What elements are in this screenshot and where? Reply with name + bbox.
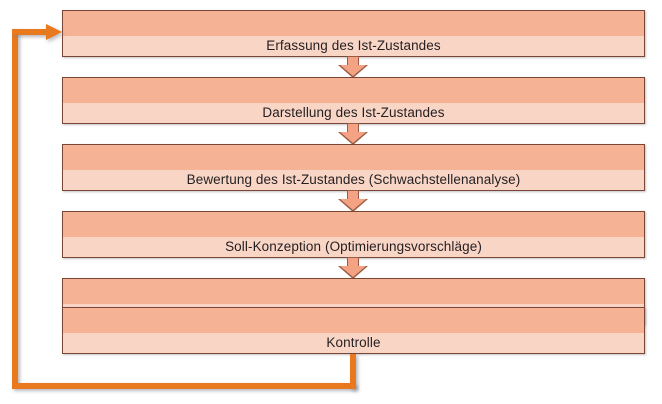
feedback-loop-top-segment <box>12 29 48 35</box>
process-step-1-label: Erfassung des Ist-Zustandes <box>266 38 441 54</box>
arrow-step1-to-step2-icon <box>338 56 368 78</box>
box-body-band <box>63 236 644 257</box>
box-body-band <box>63 35 644 56</box>
arrow-step4-to-step5-icon <box>338 257 368 279</box>
feedback-loop-left-segment <box>12 29 18 385</box>
process-step-6[interactable]: Kontrolle <box>62 307 645 354</box>
arrow-step3-to-step4-icon <box>338 190 368 212</box>
process-step-4[interactable]: Soll-Konzeption (Optimierungsvorschläge) <box>62 211 645 258</box>
process-step-3[interactable]: Bewertung des Ist-Zustandes (Schwachstel… <box>62 144 645 191</box>
box-header-band <box>63 279 644 304</box>
box-header-band <box>63 145 644 170</box>
box-header-band <box>63 212 644 237</box>
box-header-band <box>63 11 644 36</box>
feedback-loop-exit-segment <box>350 354 356 389</box>
box-header-band <box>63 308 644 333</box>
feedback-loop-bottom-segment <box>12 383 356 389</box>
process-step-6-label: Kontrolle <box>326 335 381 351</box>
box-body-band <box>63 332 644 353</box>
box-body-band <box>63 102 644 123</box>
box-body-band <box>63 169 644 190</box>
process-step-4-label: Soll-Konzeption (Optimierungsvorschläge) <box>225 239 482 255</box>
process-step-2-label: Darstellung des Ist-Zustandes <box>262 105 445 121</box>
process-step-3-label: Bewertung des Ist-Zustandes (Schwachstel… <box>186 172 521 188</box>
feedback-loop-arrowhead-icon <box>46 24 62 40</box>
process-step-1[interactable]: Erfassung des Ist-Zustandes <box>62 10 645 57</box>
process-step-2[interactable]: Darstellung des Ist-Zustandes <box>62 77 645 124</box>
arrow-step2-to-step3-icon <box>338 123 368 145</box>
box-header-band <box>63 78 644 103</box>
